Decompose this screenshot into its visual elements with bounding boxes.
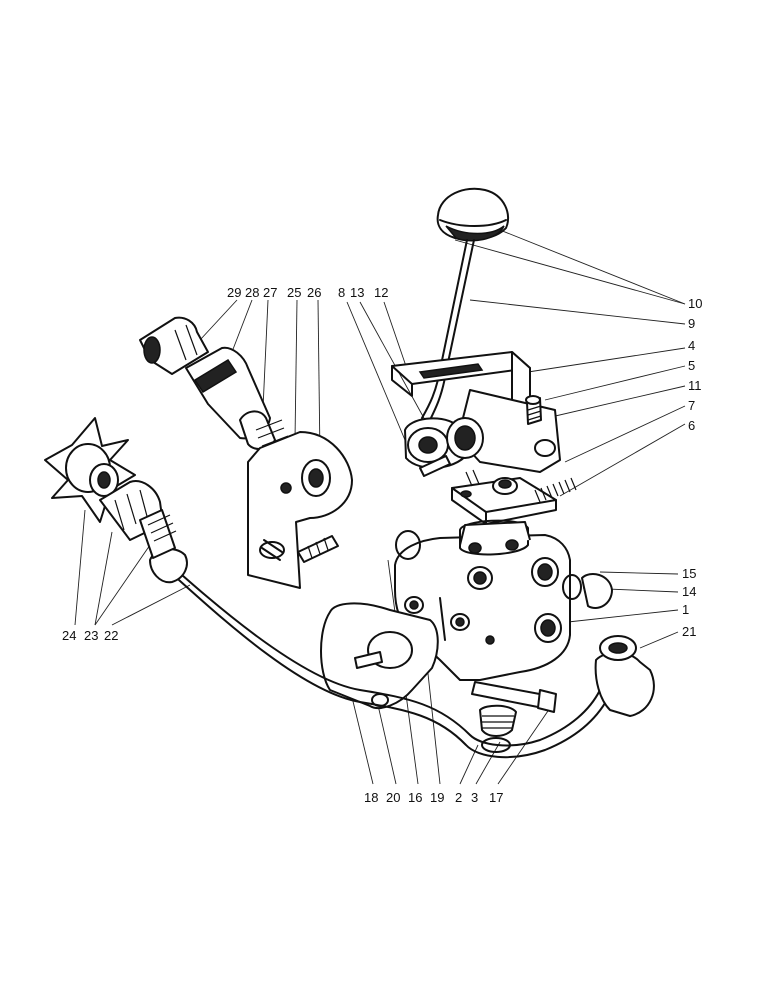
callout-10: 10	[688, 296, 702, 311]
callout-13: 13	[350, 285, 364, 300]
spring-and-plate	[451, 469, 577, 525]
callout-24: 24	[62, 628, 76, 643]
callout-2: 2	[455, 790, 462, 805]
callout-29: 29	[227, 285, 241, 300]
mounting-bracket	[247, 431, 353, 589]
callout-27: 27	[263, 285, 277, 300]
callout-25: 25	[287, 285, 301, 300]
callout-18: 18	[364, 790, 378, 805]
quick-coupling	[44, 417, 177, 559]
callout-7: 7	[688, 398, 695, 413]
callout-19: 19	[430, 790, 444, 805]
callout-1: 1	[682, 602, 689, 617]
callout-12: 12	[374, 285, 388, 300]
side-cover	[320, 602, 439, 709]
control-lever	[421, 187, 510, 425]
callout-16: 16	[408, 790, 422, 805]
leader-lines	[74, 227, 686, 785]
callout-22: 22	[104, 628, 118, 643]
pipe-assembly	[149, 548, 655, 759]
callout-17: 17	[489, 790, 503, 805]
callout-23: 23	[84, 628, 98, 643]
callout-8: 8	[338, 285, 345, 300]
callout-20: 20	[386, 790, 400, 805]
callout-15: 15	[682, 566, 696, 581]
valve-body	[394, 519, 613, 753]
callout-11: 11	[688, 378, 702, 393]
callout-14: 14	[682, 584, 696, 599]
callout-21: 21	[682, 624, 696, 639]
callout-9: 9	[688, 316, 695, 331]
callout-labels: 29 28 27 25 26 8 13 12 10 9 4 5 11 7 6 1…	[62, 285, 702, 805]
callout-28: 28	[245, 285, 259, 300]
callout-5: 5	[688, 358, 695, 373]
callout-3: 3	[471, 790, 478, 805]
bracket-assembly	[391, 351, 561, 477]
spool-assembly	[139, 316, 289, 450]
callout-4: 4	[688, 338, 695, 353]
callout-26: 26	[307, 285, 321, 300]
callout-6: 6	[688, 418, 695, 433]
